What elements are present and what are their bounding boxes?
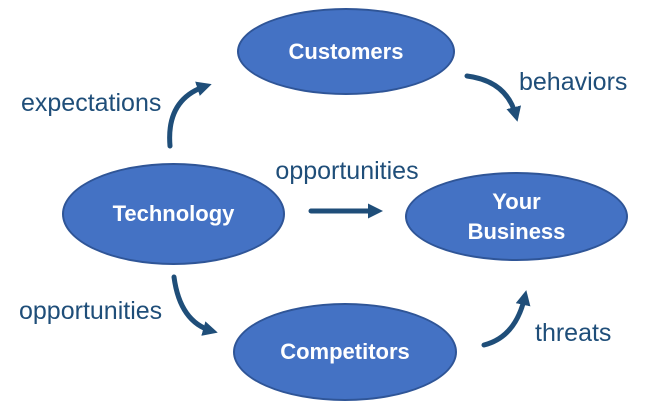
arrow-competitors-to-your-business xyxy=(481,290,531,348)
node-your-business: Your Business xyxy=(405,172,628,261)
arrow-technology-to-competitors xyxy=(171,274,218,336)
node-your-business-label: Your Business xyxy=(467,188,566,244)
edge-label-behaviors: behaviors xyxy=(519,68,628,96)
edge-label-threats: threats xyxy=(535,319,612,347)
node-competitors-label: Competitors xyxy=(280,339,410,365)
node-customers-label: Customers xyxy=(288,38,404,64)
edge-label-opportunities-center: opportunities xyxy=(275,157,419,185)
node-technology: Technology xyxy=(62,163,285,265)
edge-label-expectations: expectations xyxy=(21,89,162,117)
arrow-technology-to-customers xyxy=(167,81,212,149)
node-technology-label: Technology xyxy=(112,201,235,227)
edge-label-opportunities-bottom: opportunities xyxy=(19,297,163,325)
node-customers: Customers xyxy=(237,8,455,95)
node-competitors: Competitors xyxy=(233,303,457,401)
arrow-customers-to-your-business xyxy=(464,73,522,122)
